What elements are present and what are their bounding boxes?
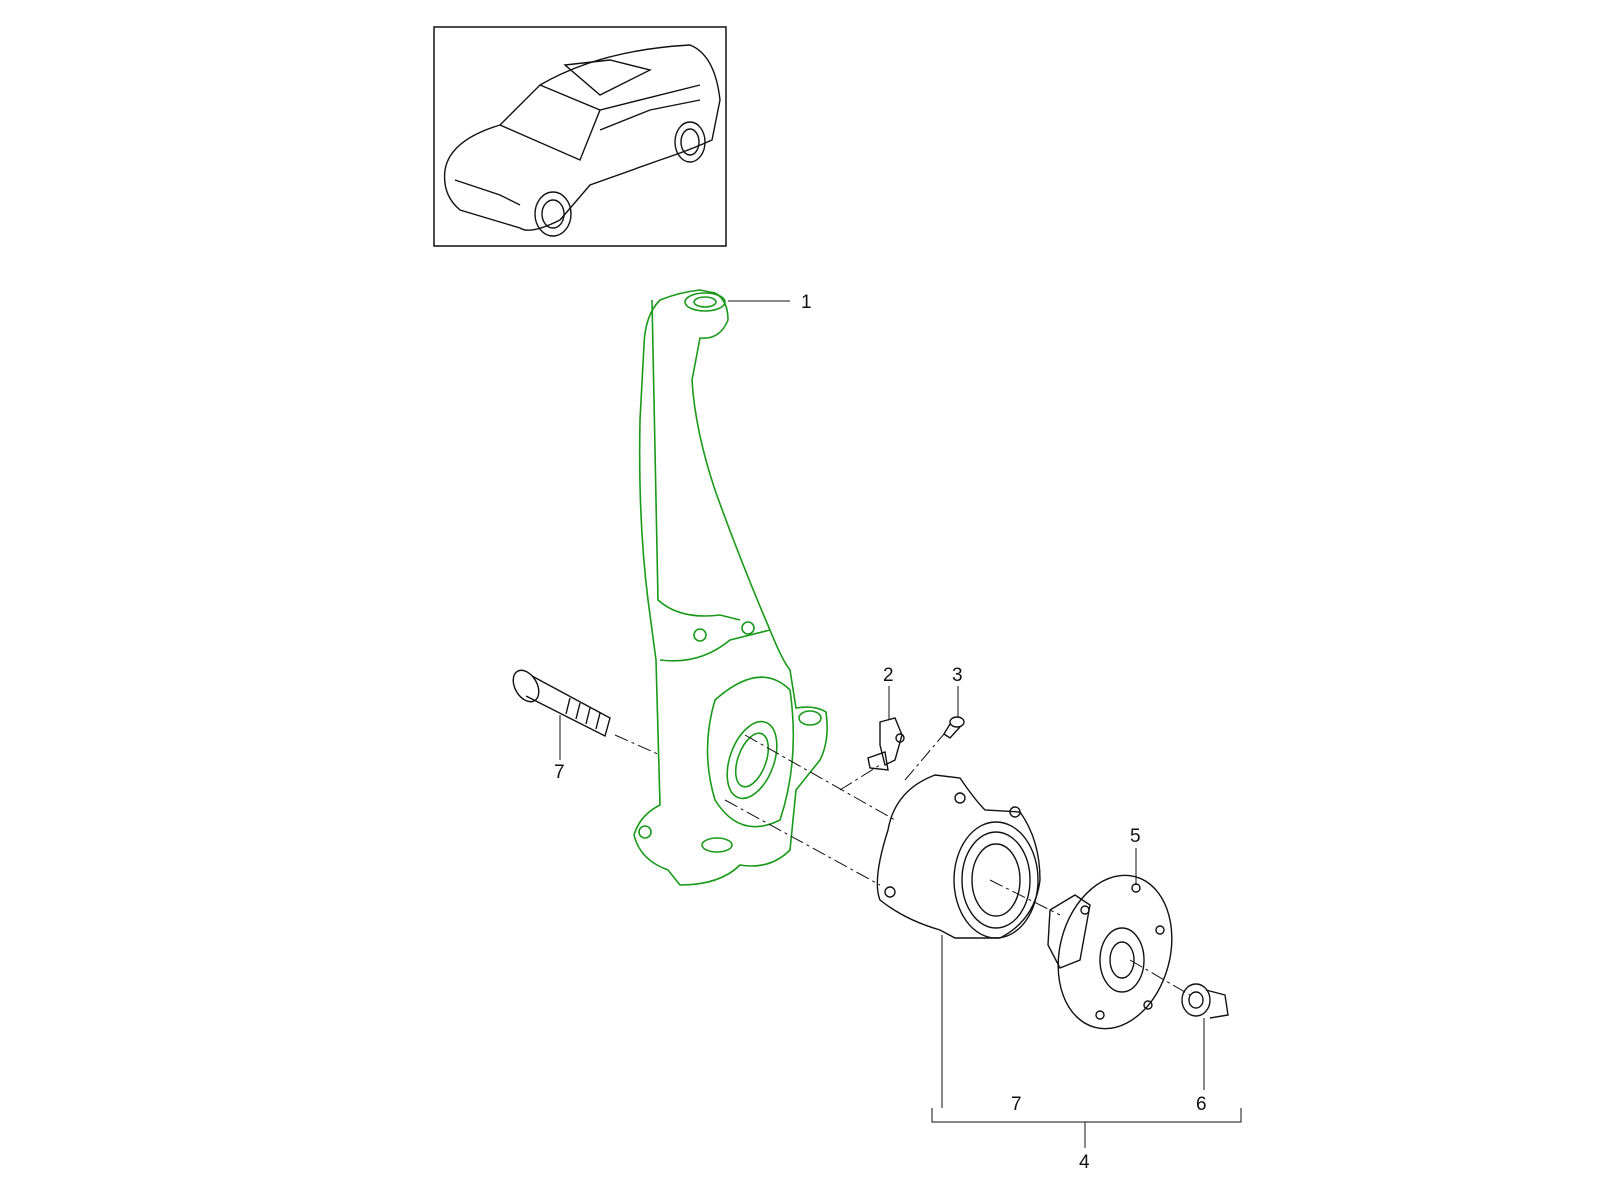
callout-3[interactable]: 3 [952, 665, 963, 686]
sensor-screw[interactable] [943, 716, 965, 739]
suv-illustration [443, 44, 721, 237]
callout-4[interactable]: 4 [1079, 1152, 1090, 1173]
hub-nut[interactable] [1181, 983, 1229, 1019]
callout-1[interactable]: 1 [801, 292, 812, 313]
wheel-hub[interactable] [1042, 862, 1189, 1041]
callout-leaders [559, 300, 1242, 1148]
bolt[interactable] [508, 666, 611, 738]
speed-sensor[interactable] [867, 717, 905, 771]
callout-5[interactable]: 5 [1130, 826, 1141, 847]
callout-2[interactable]: 2 [883, 665, 894, 686]
callout-7-bolt[interactable]: 7 [554, 762, 565, 783]
steering-knuckle[interactable] [633, 289, 828, 886]
callout-6[interactable]: 6 [1196, 1094, 1207, 1115]
callout-7-assembly[interactable]: 7 [1011, 1094, 1022, 1115]
vehicle-thumbnail[interactable] [433, 26, 727, 247]
wheel-bearing-housing[interactable] [876, 774, 1041, 939]
assembly-axis-lines [614, 733, 1191, 996]
